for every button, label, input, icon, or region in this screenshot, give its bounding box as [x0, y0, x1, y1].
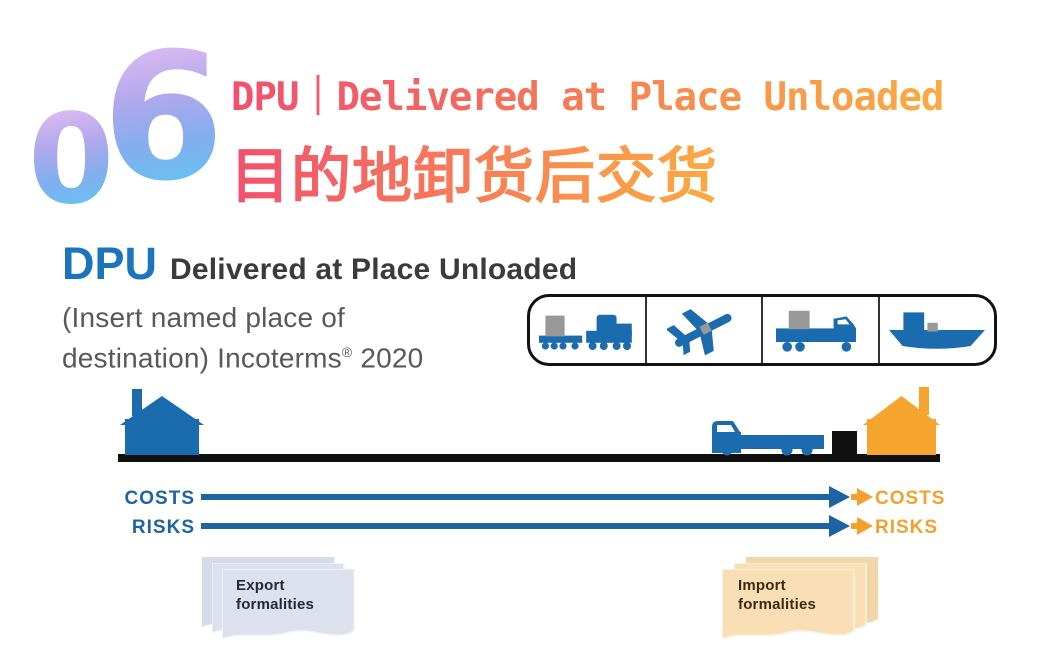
note-year: 2020 — [352, 342, 424, 374]
badge-digit-6: 6 — [102, 15, 225, 220]
delivery-truck-icon — [712, 421, 824, 456]
import-label-line1: Import — [738, 577, 786, 594]
page-title-chinese: 目的地卸货后交货 — [230, 128, 718, 215]
seller-factory-icon — [120, 389, 204, 455]
badge-digit-0: 0 — [28, 88, 115, 232]
mode-cell-rail — [530, 297, 647, 363]
import-label-line2: formalities — [738, 596, 817, 613]
import-formalities-stack: Import formalities — [722, 557, 882, 653]
risks-orange-arrow-tail — [851, 523, 858, 529]
costs-orange-arrowhead — [857, 488, 873, 506]
costs-blue-arrowhead — [829, 486, 850, 508]
train-icon — [539, 314, 633, 350]
mode-cell-road — [763, 297, 880, 363]
unloaded-goods-marker — [832, 431, 857, 454]
risks-label-right: RISKS — [875, 517, 939, 538]
mode-cell-sea — [880, 297, 995, 363]
costs-label-right: COSTS — [875, 488, 946, 509]
section-number-badge: 0 6 — [28, 30, 238, 232]
ship-icon — [888, 312, 985, 349]
note-line2: destination) Incoterms — [62, 342, 342, 374]
incoterm-note: (Insert named place of destination) Inco… — [62, 301, 423, 375]
page-title-english: DPU｜Delivered at Place Unloaded — [231, 66, 944, 122]
risks-line — [201, 523, 830, 529]
transport-modes-box — [527, 294, 997, 366]
note-line1: (Insert named place of — [62, 302, 345, 333]
incoterm-heading: DPU Delivered at Place Unloaded — [62, 238, 577, 290]
costs-line — [201, 494, 830, 500]
destination-building-icon — [863, 387, 940, 455]
costs-label-left: COSTS — [124, 488, 195, 509]
risks-orange-arrowhead — [857, 517, 873, 535]
costs-orange-arrow-tail — [851, 494, 858, 500]
incoterm-full-name: Delivered at Place Unloaded — [170, 253, 578, 286]
risks-label-left: RISKS — [131, 517, 195, 538]
import-sheet-front — [722, 569, 855, 640]
export-formalities-stack: Export formalities — [202, 557, 362, 653]
export-label-line2: formalities — [236, 596, 315, 613]
plane-icon — [666, 309, 732, 356]
risks-blue-arrowhead — [829, 515, 850, 537]
import-formalities-label: Import formalities — [738, 576, 816, 614]
mode-cell-air — [647, 297, 763, 363]
registered-mark: ® — [341, 344, 353, 360]
export-sheet-front — [222, 569, 355, 640]
truck-icon — [776, 310, 857, 352]
incoterm-abbr: DPU — [62, 238, 158, 289]
export-formalities-label: Export formalities — [236, 576, 314, 614]
timeline-baseline — [118, 454, 940, 462]
export-label-line1: Export — [236, 577, 285, 594]
